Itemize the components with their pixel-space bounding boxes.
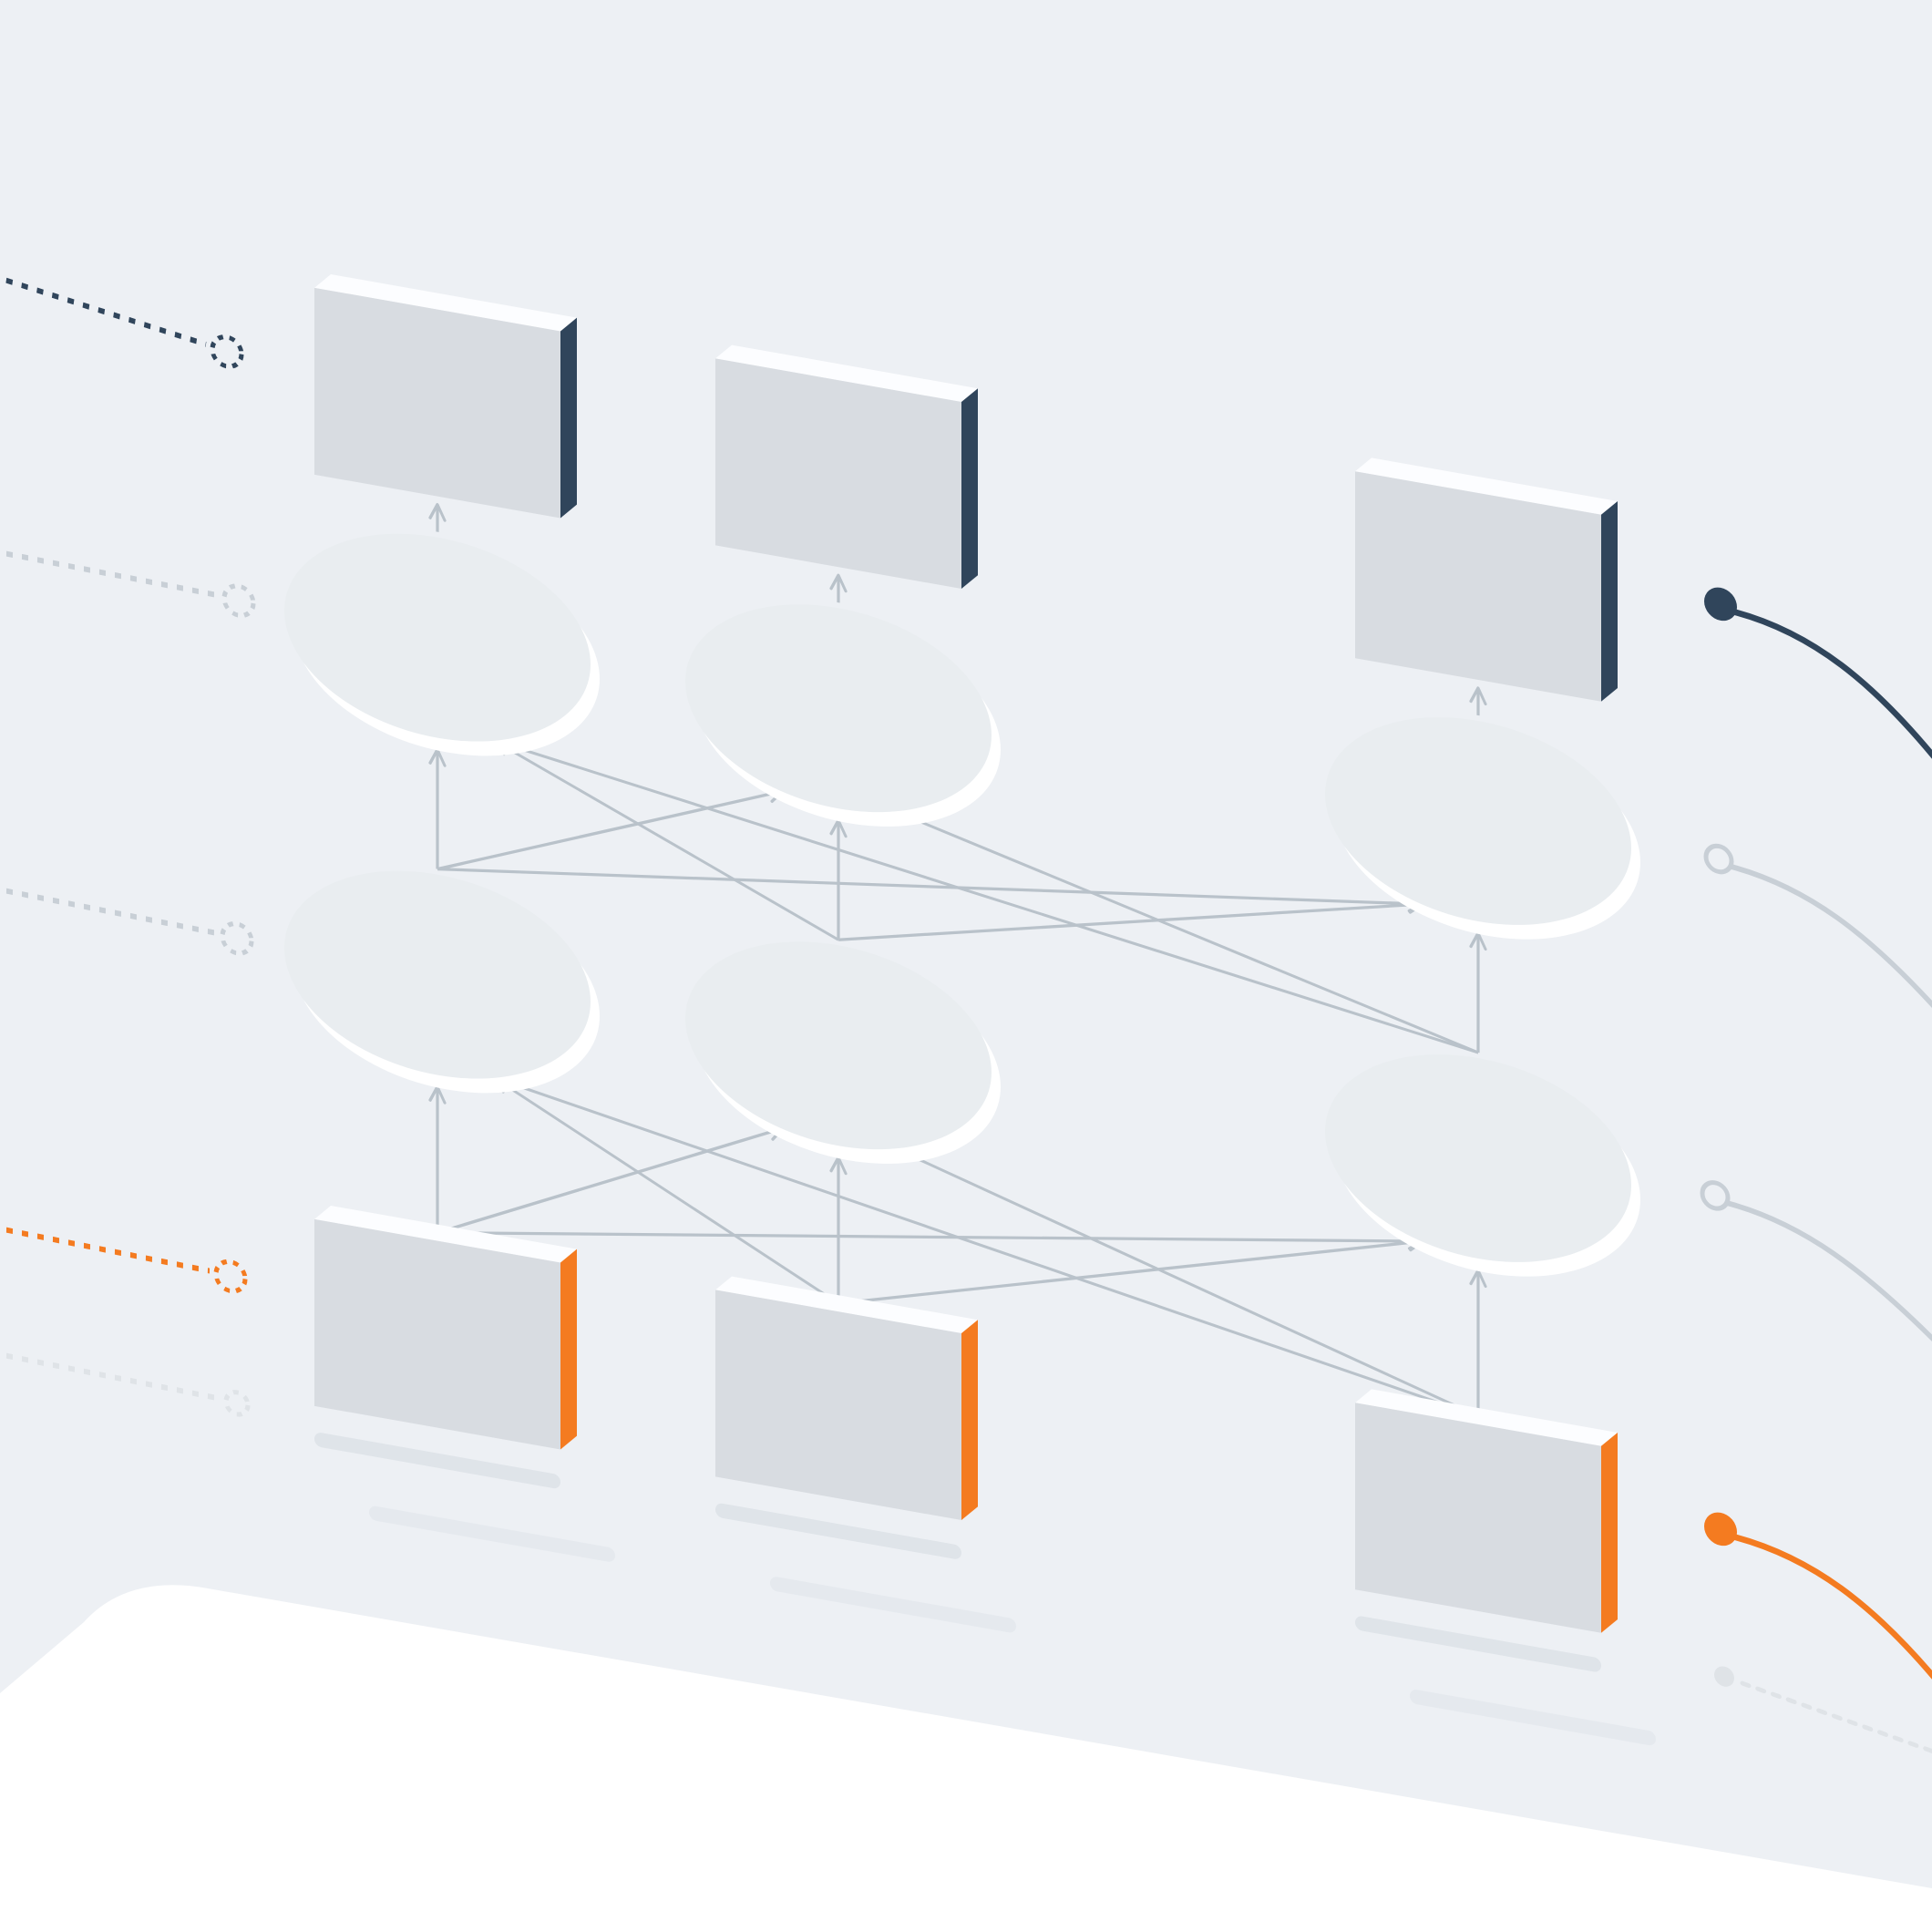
input-box-3-reflection-bar (1355, 1616, 1601, 1672)
flow-arrow (437, 785, 785, 871)
input-box-2-top-face (715, 1276, 978, 1334)
tap-baseline-curve (1740, 1680, 1932, 1754)
input-box-1 (314, 1218, 560, 1450)
input-box-1-reflection-bar-2 (369, 1506, 615, 1562)
flow-arrow (437, 868, 1424, 913)
input-box-1-side-face (560, 1249, 577, 1450)
output-box-3 (1355, 471, 1601, 702)
probe-upper-hidden-row-dashed-line (0, 548, 219, 599)
probe-upper-hidden-row-dashed-ring-icon (221, 583, 256, 618)
tap-output-dot-icon (1704, 587, 1737, 622)
hidden-node-upper-3 (1325, 717, 1631, 925)
flow-arrow (838, 1233, 1424, 1305)
output-box-2-side-face (961, 388, 978, 590)
output-box-1-side-face (560, 317, 577, 519)
input-box-1-top-face (314, 1206, 577, 1263)
flow-arrow (491, 735, 1479, 1054)
tap-baseline-dot-icon (1714, 1666, 1734, 1687)
output-box-2 (715, 358, 961, 590)
output-box-1 (314, 287, 560, 519)
tap-upper-hidden-ring-icon (1703, 843, 1734, 875)
tap-upper-hidden-curve (1729, 863, 1932, 1010)
probe-baseline-row-dashed-ring-icon (223, 1390, 251, 1417)
hidden-node-upper-1 (284, 533, 591, 742)
hidden-node-upper-2 (685, 604, 992, 813)
tap-lower-hidden-curve (1725, 1200, 1932, 1343)
output-box-2-top-face (715, 344, 978, 403)
tap-lower-hidden-ring-icon (1700, 1180, 1731, 1211)
probe-output-row-dashed-line (0, 272, 207, 347)
hidden-node-lower-3 (1325, 1054, 1631, 1262)
input-box-3-reflection-bar-2 (1410, 1690, 1656, 1746)
flow-arrow (892, 1146, 1479, 1418)
input-box-2-side-face (961, 1320, 978, 1521)
probe-output-row-dashed-ring-icon (210, 334, 244, 369)
input-box-2 (715, 1290, 961, 1521)
flow-arrow (491, 1074, 1479, 1418)
flow-arrow (437, 1231, 1424, 1250)
probe-input-row-dashed-line (0, 1224, 211, 1274)
tap-input-dot-icon (1704, 1512, 1737, 1547)
hidden-node-lower-1 (284, 870, 591, 1079)
probe-lower-hidden-row-dashed-line (0, 885, 217, 936)
flow-arrow (491, 738, 839, 941)
input-box-3-top-face (1355, 1389, 1618, 1446)
input-box-1-reflection-bar (314, 1433, 560, 1489)
flow-arrow (892, 808, 1479, 1054)
input-box-2-reflection-bar-2 (770, 1577, 1016, 1633)
hidden-node-lower-2 (685, 941, 992, 1150)
flow-arrow (491, 1075, 839, 1305)
output-box-3-side-face (1601, 500, 1618, 702)
network-group (0, 272, 1932, 1754)
input-box-2-reflection-bar (715, 1503, 961, 1559)
probe-input-row-dashed-ring-icon (213, 1259, 248, 1294)
output-box-1-top-face (314, 274, 577, 332)
tap-output-curve (1732, 609, 1932, 760)
input-box-3-side-face (1601, 1432, 1618, 1633)
input-box-3 (1355, 1403, 1601, 1633)
probe-lower-hidden-row-dashed-ring-icon (220, 921, 254, 956)
tap-input-curve (1732, 1534, 1932, 1680)
flow-arrow (437, 1123, 785, 1235)
output-box-3-top-face (1355, 457, 1618, 515)
probe-baseline-row-dashed-line (0, 1350, 217, 1401)
flow-arrow (838, 896, 1424, 941)
